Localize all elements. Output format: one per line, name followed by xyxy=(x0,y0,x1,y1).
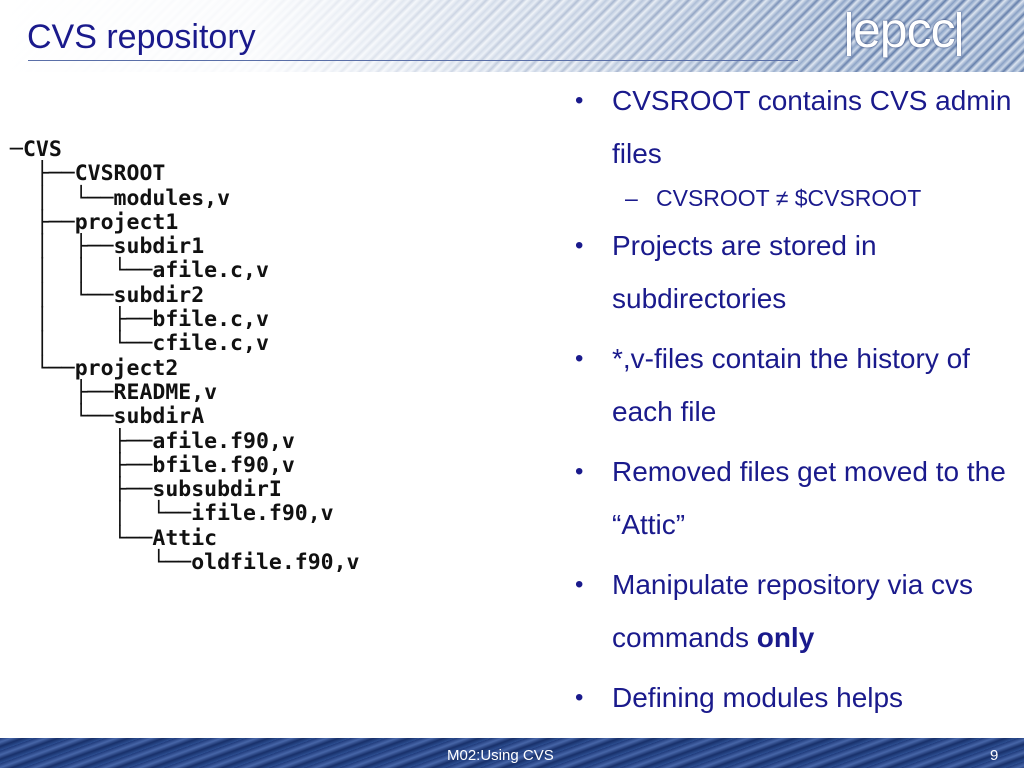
tree-line: ├──project1 xyxy=(10,209,179,235)
bullet-dot-icon: • xyxy=(575,232,584,259)
bullet-emphasis: only xyxy=(756,622,815,653)
bullet-item: • CVSROOT contains CVS admin files xyxy=(575,74,1015,180)
tree-line: ├──bfile.f90,v xyxy=(10,452,295,478)
tree-line: └──project2 xyxy=(10,355,179,381)
logo-text: epcc xyxy=(853,2,956,58)
bullet-item: • Defining modules helps xyxy=(575,671,1015,724)
bullet-dot-icon: • xyxy=(575,345,584,372)
bullet-text: *,v-files contain the history of each fi… xyxy=(612,343,970,427)
bullet-dot-icon: • xyxy=(575,571,584,598)
tree-line: │ │ └──afile.c,v xyxy=(10,258,269,284)
tree-line: └──subdirA xyxy=(10,404,205,430)
tree-line: │ └──ifile.f90,v xyxy=(10,501,334,527)
bullet-text: Manipulate repository via cvs commands xyxy=(612,569,974,653)
tree-line: └──Attic xyxy=(10,525,218,551)
tree-line: │ └──modules,v xyxy=(10,185,231,211)
tree-line: ├──subsubdirI xyxy=(10,477,282,503)
logo-bar-right xyxy=(956,11,961,56)
logo-bar-left xyxy=(847,11,851,56)
repository-tree: ─CVS ├──CVSROOT │ └──modules,v ├──projec… xyxy=(10,137,360,576)
bullet-text: Projects are stored in subdirectories xyxy=(612,230,877,314)
footer-label: M02:Using CVS xyxy=(447,747,554,764)
sub-bullet-text: CVSROOT ≠ $CVSROOT xyxy=(656,185,922,211)
tree-line: ├──afile.f90,v xyxy=(10,428,295,454)
page-number: 9 xyxy=(990,747,999,764)
tree-line: ├──CVSROOT xyxy=(10,161,166,187)
dash-icon: – xyxy=(625,185,638,211)
tree-line: │ ├──bfile.c,v xyxy=(10,307,269,333)
bullet-text: Removed files get moved to the “Attic” xyxy=(612,456,1006,540)
bullet-text: CVSROOT contains CVS admin files xyxy=(612,85,1012,169)
sub-bullet-item: –CVSROOT ≠ $CVSROOT xyxy=(575,183,1015,213)
bullet-text: Defining modules helps xyxy=(612,682,904,713)
tree-line: │ └──subdir2 xyxy=(10,282,205,308)
bullet-item: •Manipulate repository via cvs commands … xyxy=(575,558,1015,664)
bullet-list: • CVSROOT contains CVS admin files –CVSRO… xyxy=(575,74,1015,731)
bullet-item: • Removed files get moved to the “Attic” xyxy=(575,445,1015,551)
tree-line: ├──README,v xyxy=(10,379,218,405)
slide-title: CVS repository xyxy=(27,18,256,56)
bullet-dot-icon: • xyxy=(575,684,584,711)
epcc-logo: epcc xyxy=(845,2,1007,58)
title-underline xyxy=(28,60,798,61)
tree-line: │ └──cfile.c,v xyxy=(10,331,269,357)
bullet-item: • *,v-files contain the history of each f… xyxy=(575,332,1015,438)
footer-band xyxy=(0,738,1024,768)
tree-line: │ ├──subdir1 xyxy=(10,234,205,260)
bullet-item: • Projects are stored in subdirectories xyxy=(575,219,1015,325)
tree-line: └──oldfile.f90,v xyxy=(10,550,360,576)
bullet-dot-icon: • xyxy=(575,458,584,485)
tree-line: ─CVS xyxy=(10,137,62,162)
bullet-dot-icon: • xyxy=(575,87,584,114)
